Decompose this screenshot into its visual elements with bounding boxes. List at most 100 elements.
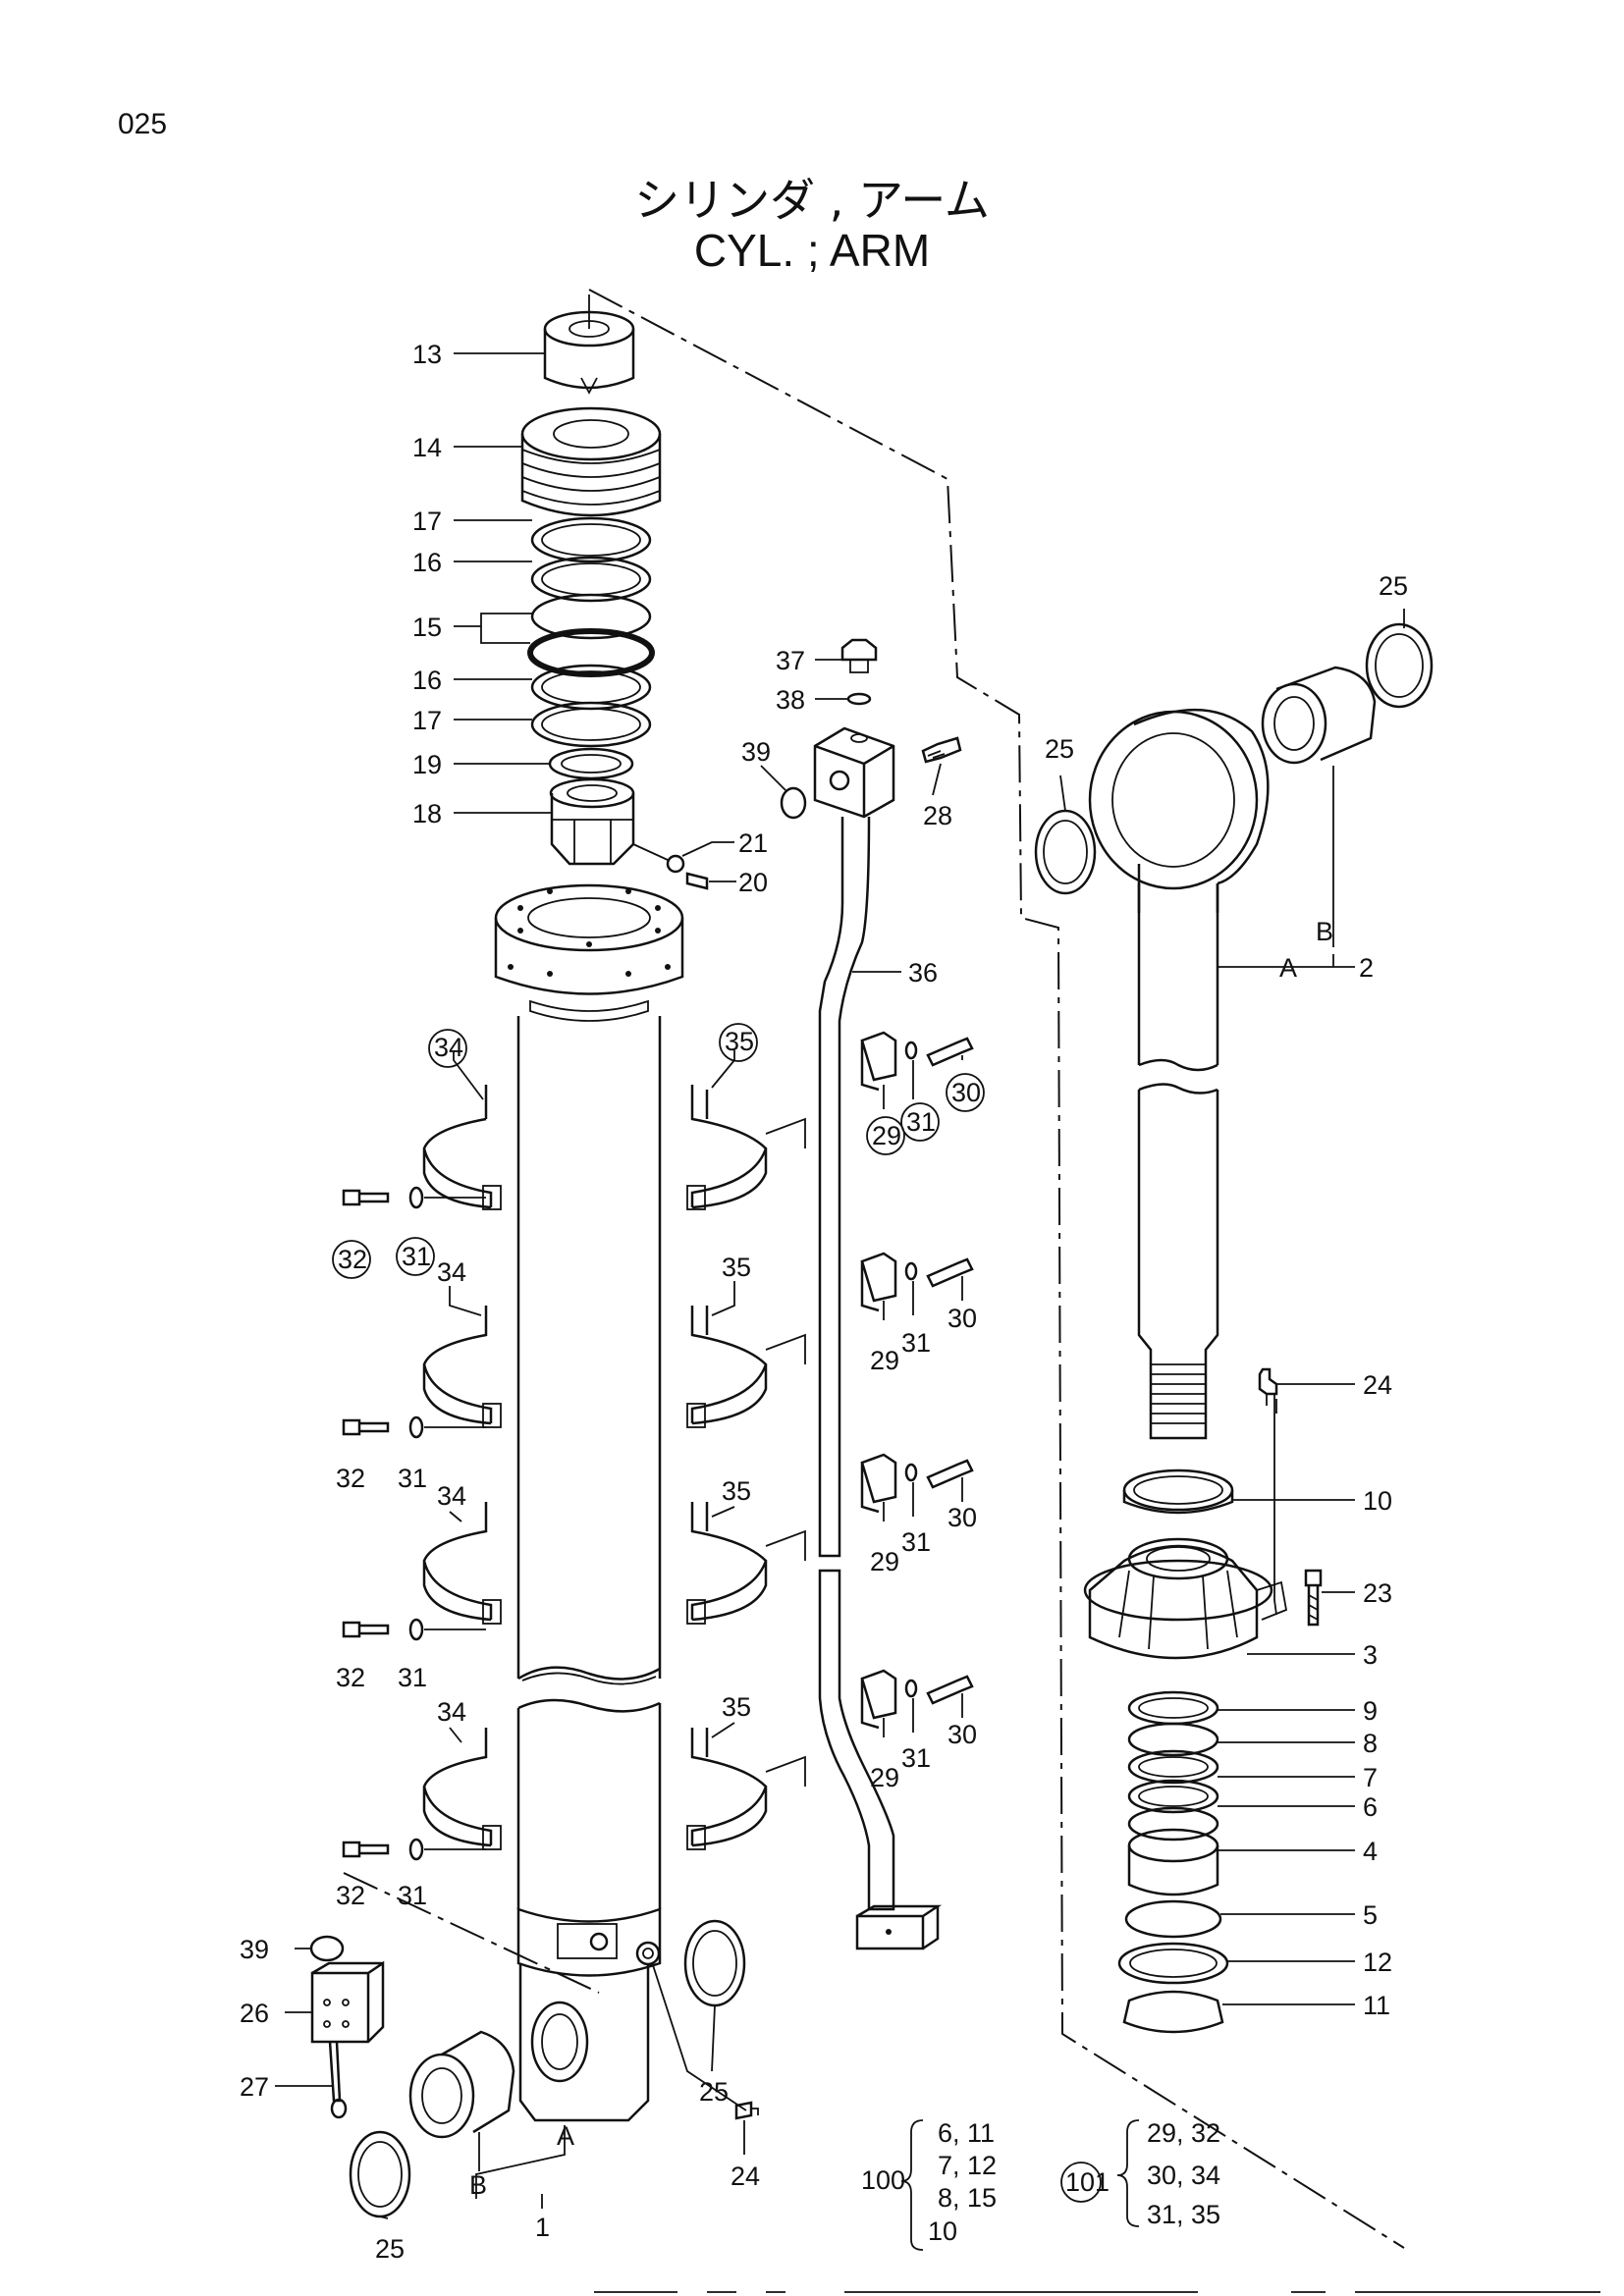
- kit-100-line: 8, 15: [938, 2183, 997, 2213]
- bushing-right-b: [1261, 666, 1377, 765]
- seal-ring-25-rod-upper-left: [1034, 809, 1097, 895]
- callout-11: 11: [1363, 1991, 1390, 2020]
- bolt-23: [1304, 1569, 1323, 1627]
- piston-seals: [1117, 1690, 1229, 2034]
- callout-25: 25: [699, 2077, 729, 2107]
- callout-27: 27: [240, 2072, 269, 2102]
- callout-24: 24: [731, 2162, 760, 2191]
- callout-35: 35: [722, 1692, 751, 1722]
- callout-6: 6: [1363, 1792, 1378, 1822]
- cylinder-tube-lower: [516, 1698, 662, 1909]
- callout-31: 31: [901, 1743, 931, 1773]
- kit-101-line: 29, 32: [1147, 2118, 1220, 2148]
- assembly-boundary-line: [343, 289, 1405, 2249]
- callout-15: 15: [412, 613, 442, 642]
- callout-16: 16: [412, 666, 442, 695]
- callout-35: 35: [725, 1027, 754, 1056]
- callout-16: 16: [412, 548, 442, 577]
- kit-100-label: 100: [861, 2165, 905, 2195]
- callout-28: 28: [923, 801, 952, 830]
- callout-29: 29: [870, 1547, 899, 1576]
- callout-29: 29: [870, 1763, 899, 1792]
- o-ring-38: [846, 692, 872, 706]
- pipe-block-upper: [813, 726, 895, 819]
- callout-31: 31: [398, 1663, 427, 1692]
- callout-35: 35: [722, 1476, 751, 1506]
- kit-100-line: 10: [928, 2216, 957, 2246]
- callout-labels: 13 14 17 16 15 16 17 19 18 21 20 37 38 3…: [240, 340, 1408, 2264]
- callout-32: 32: [336, 1464, 365, 1493]
- pipe-36: [818, 816, 895, 1911]
- pipe-clamps-29: [860, 1031, 897, 1730]
- callout-5: 5: [1363, 1900, 1378, 1930]
- cylinder-head-flange: [494, 883, 684, 1022]
- grease-fitting-24-left: [734, 2101, 759, 2120]
- callout-36: 36: [908, 958, 938, 988]
- callout-30: 30: [951, 1078, 981, 1107]
- setscrew-20: [685, 872, 709, 890]
- kit-101-label: 101: [1065, 2167, 1110, 2197]
- band-clamp-34-3: [422, 1502, 502, 1625]
- title-japanese: シリンダ , アーム: [634, 174, 990, 227]
- callout-20: 20: [738, 868, 768, 897]
- callout-32: 32: [336, 1663, 365, 1692]
- callout-14: 14: [412, 433, 442, 462]
- callout-26: 26: [240, 1999, 269, 2028]
- callout-2: 2: [1359, 953, 1374, 983]
- callout-17: 17: [412, 507, 442, 536]
- band-clamp-35-2: [686, 1306, 806, 1428]
- kit-100-line: 6, 11: [938, 2118, 995, 2148]
- band-clamp-34-1: [422, 1085, 502, 1210]
- cushion-nut-18: [549, 777, 635, 866]
- callout-35: 35: [722, 1253, 751, 1282]
- callout-8: 8: [1363, 1729, 1378, 1758]
- o-ring-39-lower: [309, 1935, 345, 1962]
- callout-34: 34: [437, 1481, 466, 1511]
- ball-21: [632, 843, 685, 874]
- callout-17: 17: [412, 706, 442, 735]
- piston-3: [1083, 1537, 1288, 1660]
- plug-37: [840, 638, 878, 673]
- kit-101-table: 101 29, 32 30, 34 31, 35: [1065, 2118, 1220, 2229]
- piston-rod-2-lower: [1137, 1083, 1219, 1440]
- kit-101-circle-marks: [332, 1023, 1102, 2203]
- callout-B: B: [1316, 917, 1333, 946]
- gland-nut-14: [520, 406, 662, 517]
- callout-21: 21: [738, 828, 768, 858]
- callout-10: 10: [1363, 1486, 1392, 1516]
- band-clamp-34-2: [422, 1306, 502, 1428]
- callout-3: 3: [1363, 1640, 1378, 1670]
- callout-7: 7: [1363, 1763, 1378, 1792]
- page-number: 025: [118, 108, 168, 140]
- callout-A: A: [557, 2121, 574, 2151]
- callout-13: 13: [412, 340, 442, 369]
- o-ring-39-upper: [780, 786, 807, 820]
- callout-A: A: [1279, 953, 1297, 983]
- bolts-32-washers-31: [342, 1186, 486, 1861]
- block-26: [310, 1960, 385, 2044]
- callout-31: 31: [398, 1464, 427, 1493]
- seal-rings: [527, 516, 655, 780]
- callout-25: 25: [1379, 571, 1408, 601]
- callout-39: 39: [240, 1935, 269, 1964]
- callout-31: 31: [398, 1881, 427, 1910]
- bushing-left-b: [408, 2030, 515, 2139]
- kit-100-table: 100 6, 11 7, 12 8, 15 10: [861, 2118, 997, 2251]
- pipe-bolts-30-washers-31: [904, 1037, 974, 1705]
- band-clamp-35-1: [686, 1085, 806, 1210]
- callout-32: 32: [338, 1245, 367, 1274]
- seal-ring-25-left: [349, 2130, 411, 2218]
- callout-29: 29: [870, 1346, 899, 1375]
- callout-25: 25: [375, 2234, 405, 2264]
- callout-38: 38: [776, 685, 805, 715]
- callout-31: 31: [901, 1527, 931, 1557]
- cylinder-bottom-end: [516, 1907, 662, 2122]
- kit-101-line: 31, 35: [1147, 2200, 1220, 2229]
- callout-24: 24: [1363, 1370, 1392, 1400]
- callout-12: 12: [1363, 1948, 1392, 1977]
- seal-ring-25-center: [683, 1919, 746, 2007]
- band-clamp-35-4: [686, 1728, 806, 1850]
- wiper-ring-13: [543, 294, 635, 395]
- seal-ring-25-rod-upper-right: [1365, 622, 1434, 709]
